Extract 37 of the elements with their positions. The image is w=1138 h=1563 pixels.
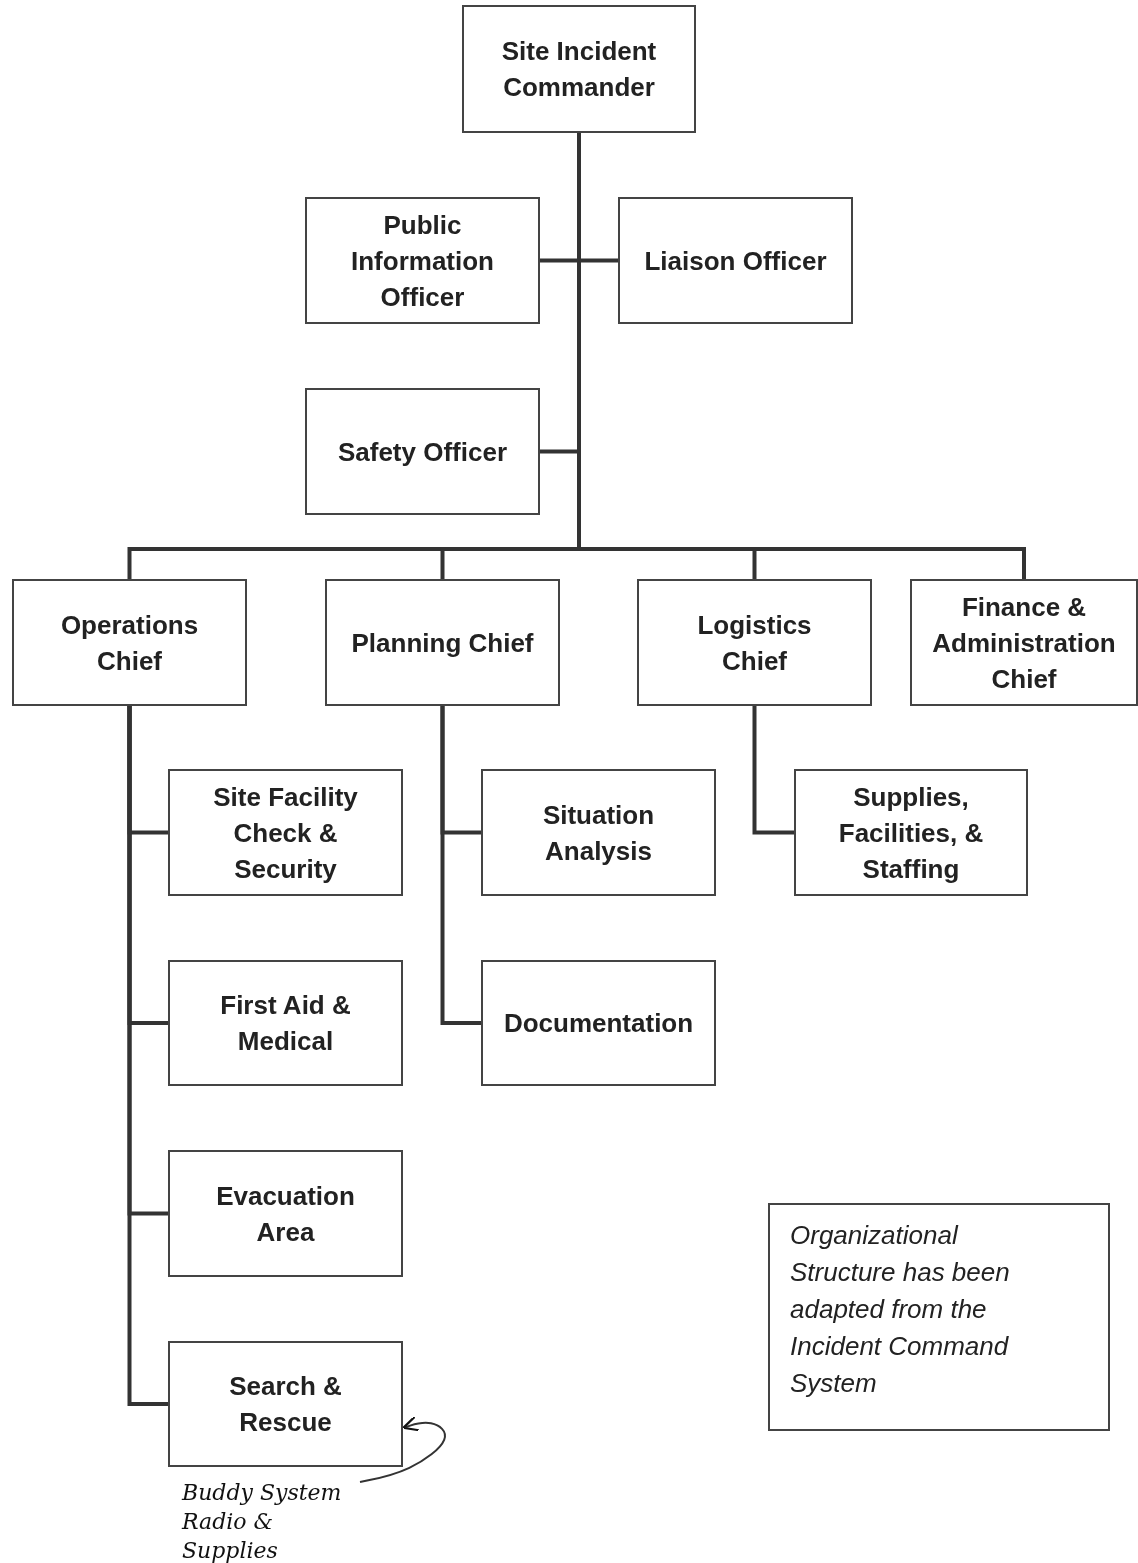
org-box <box>168 960 403 1086</box>
arrow <box>359 1415 446 1483</box>
role-label: Search & Rescue <box>228 1370 343 1439</box>
org-box <box>305 388 540 515</box>
org-box <box>168 1150 403 1277</box>
org-box <box>637 579 872 706</box>
role-label: Planning Chief <box>350 626 535 660</box>
org-box <box>305 197 540 324</box>
role-label: Documentation <box>502 1007 695 1040</box>
org-box <box>12 579 247 706</box>
org-box <box>481 960 716 1086</box>
role-label: Site Incident Commander <box>500 35 658 104</box>
org-box <box>618 197 853 324</box>
connector-line <box>440 706 481 1025</box>
org-box <box>325 579 560 706</box>
org-box <box>168 1341 403 1467</box>
role-label: Supplies, Facilities, & Staffing <box>837 780 985 886</box>
role-label: Logistics Chief <box>696 608 813 678</box>
connector-line <box>127 706 168 1406</box>
org-box <box>168 769 403 896</box>
org-box <box>481 769 716 896</box>
role-label: Public Information Officer <box>350 208 495 314</box>
org-box <box>462 5 696 133</box>
note-box <box>768 1203 1110 1431</box>
note-text: Organizational Structure has been adapted from the Incident Command System <box>790 1219 1011 1400</box>
role-label: Operations Chief <box>59 608 200 678</box>
org-box <box>794 769 1028 896</box>
connector-line <box>752 706 794 835</box>
org-box <box>910 579 1138 706</box>
role-label: Safety Officer <box>336 435 509 469</box>
role-label: Finance & Administration Chief <box>931 590 1117 696</box>
handwritten-text: Buddy System Radio & Supplies <box>182 1479 343 1563</box>
role-label: Liaison Officer <box>643 244 828 278</box>
role-label: First Aid & Medical <box>219 989 352 1058</box>
role-label: Situation Analysis <box>541 798 656 868</box>
role-label: Evacuation Area <box>215 1179 356 1249</box>
role-label: Site Facility Check & Security <box>212 780 359 886</box>
